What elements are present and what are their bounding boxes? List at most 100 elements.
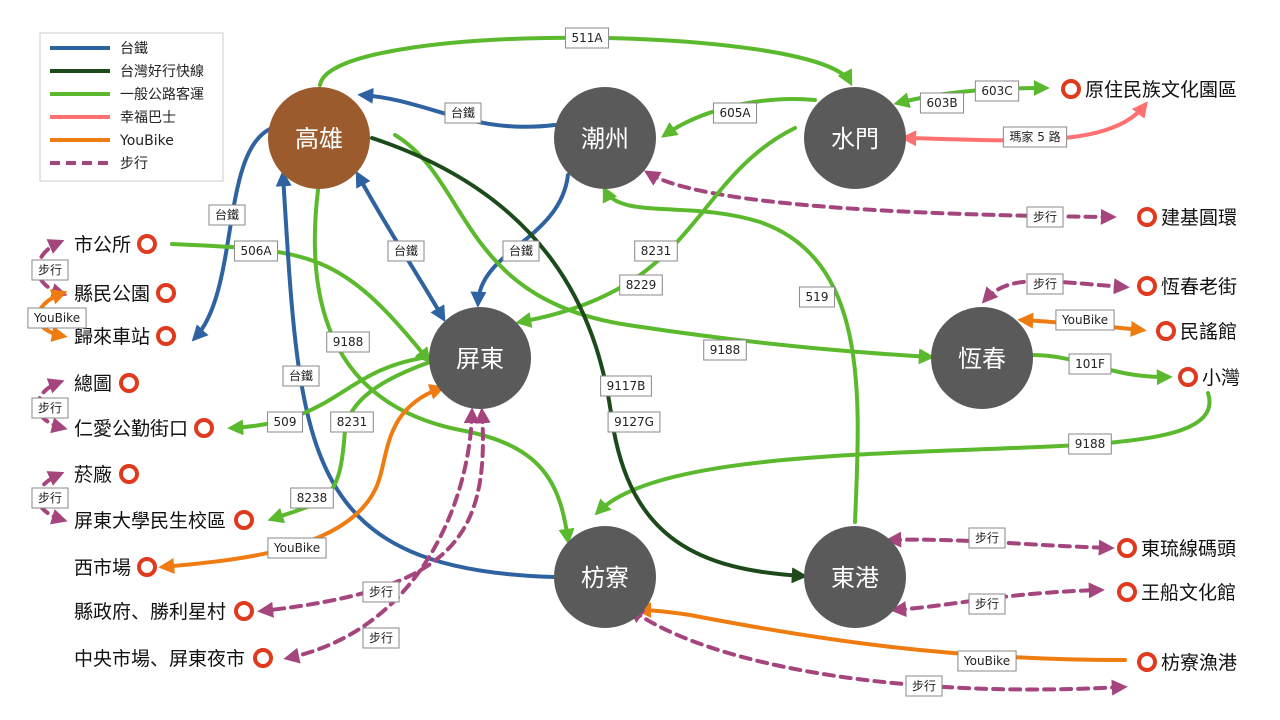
edge-label: 8231 xyxy=(330,411,374,433)
stop-icon xyxy=(137,557,157,577)
place-npust[interactable]: 屏東大學民生校區 xyxy=(74,510,226,532)
edge-label: YouBike xyxy=(957,650,1017,672)
route-603 xyxy=(893,80,1050,109)
svg-text:步行: 步行 xyxy=(1033,277,1057,291)
edge-label: 台鐵 xyxy=(387,240,425,262)
svg-text:台鐵: 台鐵 xyxy=(289,368,313,383)
svg-text:步行: 步行 xyxy=(912,679,936,693)
svg-text:步行: 步行 xyxy=(975,597,999,611)
edge-label: 台鐵 xyxy=(444,102,482,124)
hubs: 高雄 潮州 水門 屏東 恆春 枋寮 東港 xyxy=(268,87,1033,628)
svg-text:步行: 步行 xyxy=(369,631,393,645)
hub-fangliao[interactable] xyxy=(554,526,656,628)
route-8231-a xyxy=(515,126,797,328)
legend-label-shuttle: 幸福巴士 xyxy=(120,110,176,126)
edge-label: 步行 xyxy=(362,581,400,603)
place-zongtu[interactable]: 總圖 xyxy=(74,373,112,395)
svg-text:9117B: 9117B xyxy=(607,379,646,393)
edge-label: 步行 xyxy=(905,675,943,697)
svg-text:511A: 511A xyxy=(571,31,603,45)
place-liuqiu-pier[interactable]: 東琉線碼頭 xyxy=(1141,538,1236,560)
svg-text:瑪家 5 路: 瑪家 5 路 xyxy=(1009,129,1060,144)
place-folk-song[interactable]: 民謠館 xyxy=(1180,321,1237,343)
route-506a xyxy=(170,242,431,364)
place-jianji[interactable]: 建基圓環 xyxy=(1161,207,1237,229)
legend-box xyxy=(39,32,224,182)
stop-icon xyxy=(119,464,139,484)
edge-label: 台鐵 xyxy=(208,204,246,226)
svg-text:台鐵: 台鐵 xyxy=(509,243,533,258)
walk-chaozhou-jianji xyxy=(643,170,1117,225)
svg-text:8231: 8231 xyxy=(337,415,368,429)
place-city-hall[interactable]: 市公所 xyxy=(74,234,131,256)
place-tobacco[interactable]: 菸廠 xyxy=(74,463,112,486)
stop-icon xyxy=(1137,207,1157,227)
walk-fangliao-harbor xyxy=(628,607,1128,696)
place-fangliao-harbor[interactable]: 枋寮漁港 xyxy=(1161,652,1237,674)
edge-label: YouBike xyxy=(267,537,327,559)
svg-text:YouBike: YouBike xyxy=(1061,313,1108,327)
legend-label-rail: 台鐵 xyxy=(120,40,148,57)
edge-label: 9188 xyxy=(326,331,370,353)
hub-kaohsiung-label: 高雄 xyxy=(295,125,343,153)
stop-icon xyxy=(234,510,254,530)
place-renai[interactable]: 仁愛公勤街口 xyxy=(74,418,188,440)
places-left: 市公所 縣民公園 歸來車站 總圖 仁愛公勤街口 菸廠 屏東大學民生校區 西市場 … xyxy=(74,234,273,670)
place-old-street[interactable]: 恆春老街 xyxy=(1161,276,1237,298)
stop-icon xyxy=(1117,538,1137,558)
place-indigenous-park[interactable]: 原住民族文化園區 xyxy=(1085,79,1237,101)
place-county-gov[interactable]: 縣政府、勝利星村 xyxy=(74,601,226,623)
stop-icon xyxy=(234,601,254,621)
svg-text:605A: 605A xyxy=(719,106,751,120)
svg-text:YouBike: YouBike xyxy=(273,541,320,555)
hub-donggang[interactable] xyxy=(804,526,906,628)
svg-text:步行: 步行 xyxy=(38,263,62,277)
place-xiaowan[interactable]: 小灣 xyxy=(1202,367,1240,389)
edge-label: 519 xyxy=(799,286,835,308)
svg-text:9188: 9188 xyxy=(1075,437,1106,451)
stop-icon xyxy=(1137,652,1157,672)
stop-icon xyxy=(253,648,273,668)
edge-label: 101F xyxy=(1068,353,1112,375)
stop-icon xyxy=(156,283,176,303)
route-519 xyxy=(602,185,860,524)
svg-text:8231: 8231 xyxy=(641,244,672,258)
edge-label: 9188 xyxy=(1068,433,1112,455)
edge-label: 511A xyxy=(564,27,610,49)
edge-label: 603C xyxy=(974,80,1020,102)
place-central-market[interactable]: 中央市場、屏東夜市 xyxy=(74,648,245,670)
edge-label: 台鐵 xyxy=(502,240,540,262)
stop-icon xyxy=(194,418,214,438)
place-guilai[interactable]: 歸來車站 xyxy=(74,326,150,348)
edge-label: 步行 xyxy=(31,259,69,281)
hub-shuimen[interactable] xyxy=(804,87,906,189)
stop-icon xyxy=(1061,79,1081,99)
place-county-park[interactable]: 縣民公園 xyxy=(74,283,150,305)
place-west-market[interactable]: 西市場 xyxy=(74,557,131,579)
route-8229 xyxy=(393,133,935,365)
hub-hengchun[interactable] xyxy=(931,307,1033,409)
edge-label: 506A xyxy=(233,240,279,262)
svg-text:8229: 8229 xyxy=(626,278,657,292)
svg-text:步行: 步行 xyxy=(975,531,999,545)
svg-text:519: 519 xyxy=(806,290,829,304)
hub-shuimen-label: 水門 xyxy=(831,125,879,153)
edge-label: YouBike xyxy=(27,307,87,329)
place-wangchuan[interactable]: 王船文化館 xyxy=(1141,582,1236,604)
stop-icon xyxy=(1156,321,1176,341)
hub-kaohsiung[interactable] xyxy=(268,87,370,189)
svg-text:603C: 603C xyxy=(981,84,1012,98)
svg-text:YouBike: YouBike xyxy=(33,311,80,325)
edge-label: 台鐵 xyxy=(282,365,320,387)
stop-icon xyxy=(119,373,139,393)
hub-donggang-label: 東港 xyxy=(831,564,879,592)
stop-icon xyxy=(1117,582,1137,602)
svg-text:台鐵: 台鐵 xyxy=(394,243,418,258)
edge-label: 步行 xyxy=(1026,273,1064,295)
hub-pingtung[interactable] xyxy=(429,307,531,409)
svg-text:101F: 101F xyxy=(1075,357,1105,371)
edge-label: 605A xyxy=(712,102,758,124)
hub-chaozhou[interactable] xyxy=(554,87,656,189)
